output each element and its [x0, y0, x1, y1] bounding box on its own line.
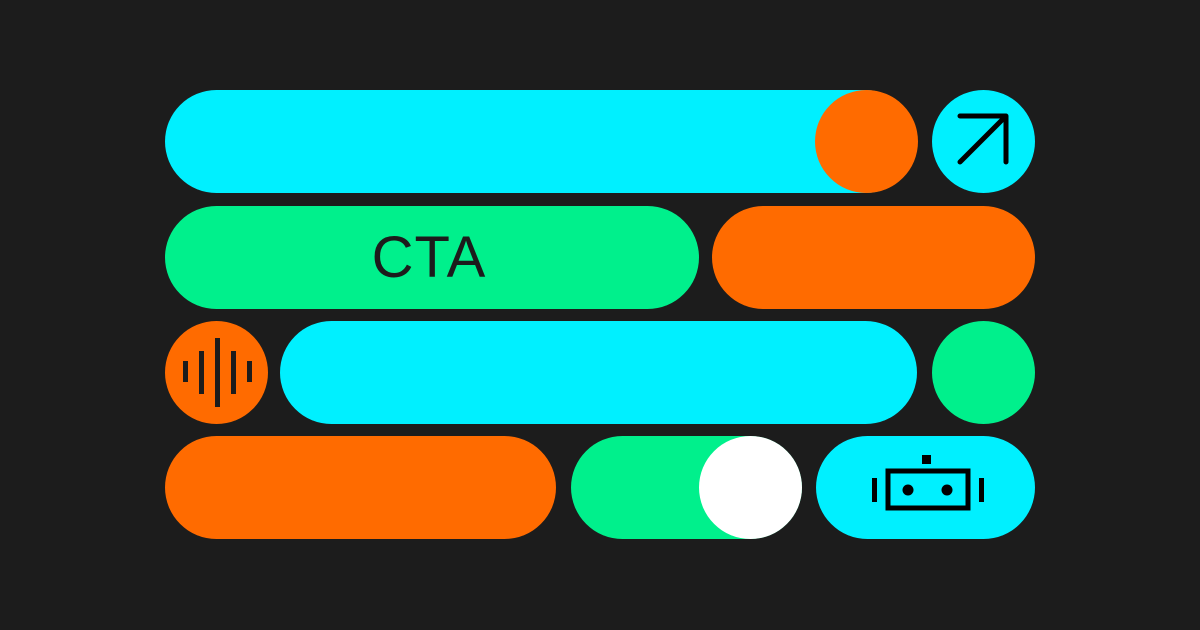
orange-pill-button-2[interactable]: [165, 436, 556, 539]
cta-label: CTA: [371, 225, 487, 290]
orange-pill-button[interactable]: [712, 206, 1035, 309]
audio-button[interactable]: [165, 321, 268, 424]
toggle-knob[interactable]: [699, 436, 802, 539]
audio-waveform-icon: [183, 338, 252, 407]
arrow-up-right-icon: [957, 113, 1009, 165]
input-bar[interactable]: [280, 321, 917, 424]
robot-icon: [872, 455, 984, 511]
bot-button[interactable]: [816, 436, 1035, 539]
cta-button[interactable]: CTA: [165, 206, 699, 309]
progress-knob[interactable]: [815, 90, 918, 193]
arrow-button[interactable]: [932, 90, 1035, 193]
progress-bar[interactable]: [165, 90, 917, 193]
toggle-switch[interactable]: [571, 436, 802, 539]
status-dot: [932, 321, 1035, 424]
